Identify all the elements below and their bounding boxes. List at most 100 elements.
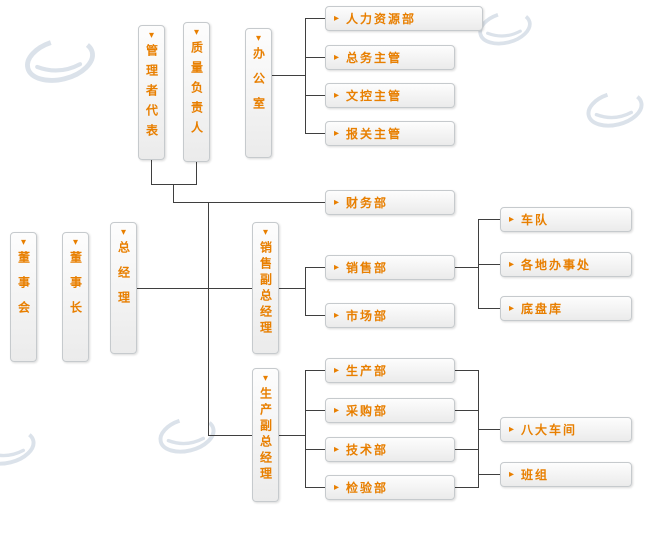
- connector-line: [305, 267, 306, 316]
- org-node-management-rep-label: 管理者代表: [144, 44, 159, 144]
- arrow-right-icon: ▸: [509, 468, 515, 480]
- org-node-production-deputy-gm-label: 生产副总经理: [258, 387, 273, 483]
- org-node-chairman: ▾ 董事长: [62, 232, 89, 362]
- org-node-quality-head-label: 质量负责人: [189, 41, 204, 141]
- connector-line: [455, 370, 478, 371]
- connector-line: [305, 18, 306, 134]
- arrow-right-icon: ▸: [334, 127, 340, 139]
- arrow-right-icon: ▸: [509, 302, 515, 314]
- connector-line: [151, 160, 152, 184]
- org-node-hr-dept-label: 人力资源部: [346, 12, 417, 26]
- connector-line: [305, 267, 325, 268]
- org-node-general-affairs-label: 总务主管: [346, 51, 403, 65]
- connector-line: [208, 202, 209, 436]
- arrow-down-icon: ▾: [72, 237, 79, 248]
- arrow-down-icon: ▾: [262, 373, 269, 384]
- connector-line: [305, 315, 325, 316]
- arrow-right-icon: ▸: [509, 423, 515, 435]
- connector-line: [305, 370, 325, 371]
- org-node-production-dept: ▸ 生产部: [325, 358, 455, 383]
- org-node-eight-workshops-label: 八大车间: [521, 423, 578, 437]
- org-node-eight-workshops: ▸ 八大车间: [500, 417, 632, 442]
- connector-line: [272, 75, 305, 76]
- arrow-right-icon: ▸: [334, 481, 340, 493]
- arrow-right-icon: ▸: [334, 404, 340, 416]
- org-node-production-deputy-gm: ▾ 生产副总经理: [252, 368, 279, 502]
- org-node-office-label: 办公室: [251, 47, 266, 122]
- connector-line: [173, 184, 174, 202]
- connector-line: [478, 370, 479, 488]
- org-node-board: ▾ 董事会: [10, 232, 37, 362]
- org-node-fleet-label: 车队: [521, 213, 550, 227]
- connector-line: [478, 264, 500, 265]
- connector-line: [305, 370, 306, 488]
- org-node-sales-dept-label: 销售部: [346, 261, 389, 275]
- connector-line: [196, 162, 197, 184]
- connector-line: [305, 487, 325, 488]
- arrow-right-icon: ▸: [334, 309, 340, 321]
- org-node-hr-dept: ▸ 人力资源部: [325, 6, 483, 31]
- connector-line: [455, 449, 478, 450]
- org-node-management-rep: ▾ 管理者代表: [138, 25, 165, 160]
- org-node-regional-offices-label: 各地办事处: [521, 258, 592, 272]
- connector-line: [279, 435, 305, 436]
- org-node-work-teams-label: 班组: [521, 468, 550, 482]
- org-node-sales-dept: ▸ 销售部: [325, 255, 455, 280]
- org-node-finance-dept-label: 财务部: [346, 196, 389, 210]
- connector-line: [478, 429, 500, 430]
- watermark-logo-icon: [22, 32, 98, 88]
- connector-line: [137, 288, 252, 289]
- arrow-down-icon: ▾: [20, 237, 27, 248]
- arrow-right-icon: ▸: [334, 261, 340, 273]
- connector-line: [151, 184, 197, 185]
- org-node-fleet: ▸ 车队: [500, 207, 632, 232]
- org-node-chairman-label: 董事长: [68, 251, 83, 326]
- arrow-right-icon: ▸: [334, 364, 340, 376]
- org-node-doc-control-label: 文控主管: [346, 89, 403, 103]
- org-node-work-teams: ▸ 班组: [500, 462, 632, 487]
- connector-line: [305, 18, 325, 19]
- connector-line: [305, 410, 325, 411]
- org-node-doc-control: ▸ 文控主管: [325, 83, 455, 108]
- org-node-production-dept-label: 生产部: [346, 364, 389, 378]
- org-node-purchasing-dept-label: 采购部: [346, 404, 389, 418]
- arrow-down-icon: ▾: [148, 30, 155, 41]
- arrow-right-icon: ▸: [334, 89, 340, 101]
- arrow-right-icon: ▸: [509, 258, 515, 270]
- connector-line: [305, 449, 325, 450]
- connector-line: [208, 435, 252, 436]
- arrow-down-icon: ▾: [120, 227, 127, 238]
- arrow-right-icon: ▸: [509, 213, 515, 225]
- org-node-marketing-dept: ▸ 市场部: [325, 303, 455, 328]
- org-node-customs: ▸ 报关主管: [325, 121, 455, 146]
- connector-line: [455, 267, 478, 268]
- arrow-right-icon: ▸: [334, 196, 340, 208]
- connector-line: [173, 202, 325, 203]
- org-node-general-manager: ▾ 总经理: [110, 222, 137, 354]
- org-node-technology-dept: ▸ 技术部: [325, 437, 455, 462]
- org-node-quality-head: ▾ 质量负责人: [183, 22, 210, 162]
- arrow-right-icon: ▸: [334, 51, 340, 63]
- org-node-sales-deputy-gm: ▾ 销售副总经理: [252, 222, 279, 354]
- watermark-logo-icon: [476, 6, 534, 50]
- connector-line: [305, 133, 325, 134]
- arrow-down-icon: ▾: [193, 27, 200, 38]
- connector-line: [305, 57, 325, 58]
- org-node-board-label: 董事会: [16, 251, 31, 326]
- arrow-down-icon: ▾: [262, 227, 269, 238]
- arrow-down-icon: ▾: [255, 33, 262, 44]
- connector-line: [478, 219, 479, 309]
- connector-line: [455, 487, 478, 488]
- org-node-purchasing-dept: ▸ 采购部: [325, 398, 455, 423]
- connector-line: [455, 410, 478, 411]
- arrow-right-icon: ▸: [334, 443, 340, 455]
- org-node-sales-deputy-gm-label: 销售副总经理: [258, 241, 273, 337]
- org-node-finance-dept: ▸ 财务部: [325, 190, 455, 215]
- connector-line: [478, 219, 500, 220]
- connector-line: [478, 474, 500, 475]
- org-node-general-manager-label: 总经理: [116, 241, 131, 316]
- org-node-customs-label: 报关主管: [346, 127, 403, 141]
- connector-line: [305, 95, 325, 96]
- watermark-logo-icon: [584, 86, 645, 132]
